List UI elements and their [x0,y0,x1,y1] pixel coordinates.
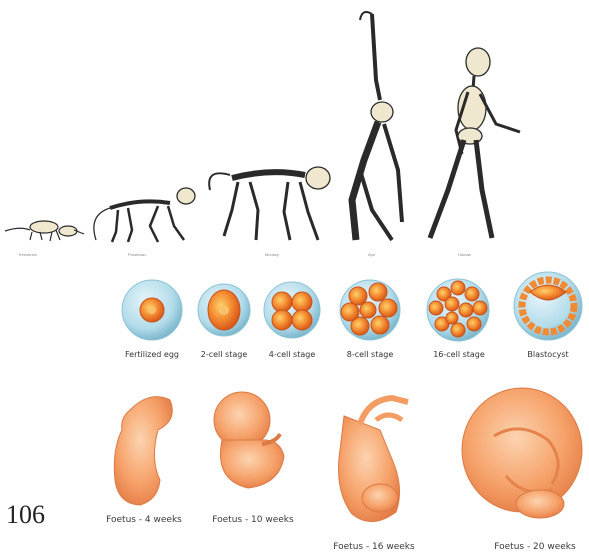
embryo-stage-label: Fertilized egg [120,350,184,359]
foetus-label: Foetus - 10 weeks [210,515,296,525]
primate-evolution-illustration [0,0,589,260]
page-number: 106 [6,500,45,530]
blastocyst [514,272,582,340]
four-cell-stage [264,282,320,338]
primate-label: Monkey [265,252,279,257]
prosimian-skeleton [94,188,195,242]
foetus-4-weeks [114,397,172,505]
embryo-stages-illustration [0,270,589,350]
treeshrew-skeleton [5,221,84,241]
fertilized-egg [122,280,182,340]
foetus-label: Foetus - 16 weeks [330,542,418,552]
embryo-stage-label: 8-cell stage [340,350,400,359]
primate-label: Human [458,252,471,257]
foetus-label: Foetus - 20 weeks [488,542,582,552]
embryo-stage-label: 16-cell stage [428,350,490,359]
eight-cell-stage [340,280,400,340]
primate-label: Prosimian [128,252,146,257]
primate-label: Ape [368,252,375,257]
monkey-skeleton [209,167,330,240]
human-skeleton [430,48,520,238]
embryo-stage-label: 4-cell stage [262,350,322,359]
ape-skeleton [352,12,402,240]
foetus-10-weeks [214,392,284,488]
sixteen-cell-stage [427,279,489,341]
two-cell-stage [198,284,250,336]
foetus-20-weeks [462,388,582,518]
foetus-16-weeks [339,398,409,522]
primate-label: Treeshrew [18,252,37,257]
foetus-label: Foetus - 4 weeks [104,515,184,525]
embryo-stage-label: 2-cell stage [194,350,254,359]
embryo-stage-label: Blastocyst [518,350,578,359]
